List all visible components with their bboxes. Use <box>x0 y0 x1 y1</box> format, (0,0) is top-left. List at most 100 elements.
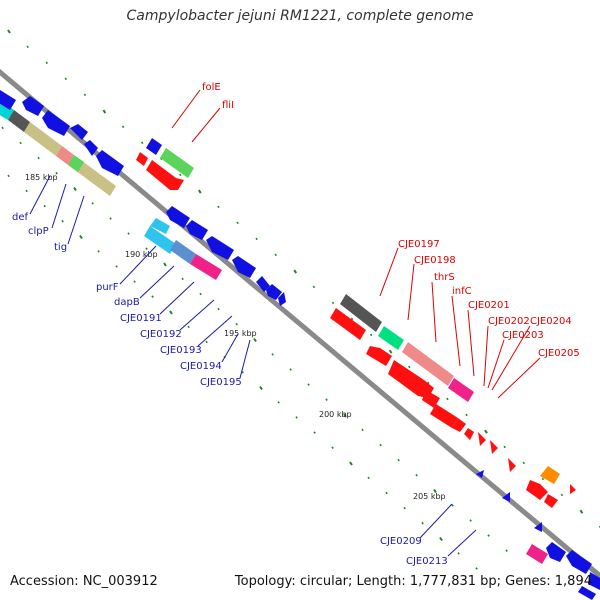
gene-label-CJE0202: CJE0202 <box>488 316 530 327</box>
feature-arrow <box>388 360 434 398</box>
scale-tick <box>289 368 292 371</box>
scale-tick <box>253 337 257 343</box>
kbp-label-185: 185 kbp <box>25 173 58 182</box>
feature-arrow <box>422 390 440 408</box>
feature-arrow <box>150 218 170 234</box>
leader-line <box>451 295 461 367</box>
scale-tick <box>43 204 46 208</box>
gene-label-CJE0194: CJE0194 <box>180 361 222 372</box>
scale-tick <box>487 534 490 537</box>
feature-arrow <box>160 148 194 178</box>
scale-tick <box>91 202 94 205</box>
leader-line <box>407 263 415 321</box>
scale-tick <box>151 295 154 298</box>
gene-label-CJE0195: CJE0195 <box>200 377 242 388</box>
scale-tick <box>45 61 49 65</box>
scale-tick <box>199 292 202 296</box>
leader-line <box>491 325 531 391</box>
feature-arrow <box>476 470 484 478</box>
feature-arrow <box>578 586 596 600</box>
scale-tick <box>475 567 478 570</box>
feature-arrow <box>526 544 548 564</box>
gene-label-tig: tig <box>54 242 67 253</box>
scale-tick <box>133 280 136 283</box>
feature-arrow <box>588 572 600 590</box>
leader-line <box>179 299 215 331</box>
feature-arrow <box>464 428 474 440</box>
leader-line <box>467 309 475 377</box>
scale-tick <box>307 383 310 386</box>
scale-tick <box>19 141 22 145</box>
feature-arrow <box>448 378 474 402</box>
scale-tick <box>465 413 468 417</box>
scale-tick <box>109 217 112 220</box>
scale-tick <box>313 431 316 434</box>
scale-tick <box>37 156 40 160</box>
kbp-label-200: 200 kbp <box>319 410 352 419</box>
gene-label-def: def <box>12 212 29 223</box>
gene-label-fliI: fliI <box>222 100 234 111</box>
feature-arrow <box>22 96 44 116</box>
feature-arrow <box>566 550 592 574</box>
reverse-strand-features-2 <box>144 206 286 306</box>
leader-line <box>29 175 51 215</box>
scale-tick <box>97 250 100 253</box>
gene-label-CJE0205: CJE0205 <box>538 348 580 359</box>
feature-arrow <box>266 284 282 300</box>
feature-arrow <box>186 220 208 240</box>
reverse-strand-features-1 <box>0 90 124 196</box>
scale-tick <box>102 109 107 114</box>
feature-arrow <box>96 150 124 176</box>
feature-arrow <box>570 484 576 494</box>
scale-tick <box>181 277 184 281</box>
scale-tick <box>236 221 239 225</box>
scale-tick <box>7 174 10 178</box>
scale-tick <box>197 189 202 194</box>
feature-arrow <box>42 110 70 136</box>
feature-arrow <box>256 276 270 292</box>
scale-tick <box>274 253 277 257</box>
leader-line <box>171 89 201 129</box>
feature-arrow <box>526 480 548 500</box>
scale-tick <box>457 552 460 555</box>
gene-label-CJE0201: CJE0201 <box>468 300 510 311</box>
scale-tick <box>217 205 220 209</box>
scale-tick <box>439 536 443 542</box>
gene-label-CJE0198: CJE0198 <box>414 255 456 266</box>
scale-tick <box>541 477 545 481</box>
scale-tick <box>325 398 328 401</box>
gene-label-CJE0204: CJE0204 <box>530 316 572 327</box>
feature-arrow <box>540 466 560 484</box>
leader-line <box>119 245 157 285</box>
scale-tick <box>415 473 418 477</box>
feature-arrow <box>490 440 498 454</box>
leader-line <box>159 281 195 315</box>
feature-arrow <box>478 432 486 446</box>
scale-tick <box>505 549 508 552</box>
scale-tick <box>408 365 411 369</box>
gene-label-CJE0191: CJE0191 <box>120 313 162 324</box>
scale-tick <box>64 77 68 81</box>
forward-strand-features-2 <box>330 294 516 472</box>
feature-arrow <box>166 206 190 228</box>
scale-tick <box>259 385 263 391</box>
reverse-gene-labels: def clpP tig purF dapB CJE0191 CJE0192 C… <box>12 212 448 567</box>
scale-tick <box>235 322 238 326</box>
scale-tick <box>503 445 506 449</box>
scale-tick <box>350 317 354 321</box>
gene-label-folE: folE <box>202 82 221 93</box>
scale-tick <box>367 476 370 480</box>
scale-tick <box>179 173 182 177</box>
scale-tick <box>295 416 298 419</box>
feature-arrow <box>8 110 30 132</box>
leader-line <box>67 195 85 245</box>
feature-arrow <box>144 226 176 254</box>
feature-arrow <box>278 292 286 306</box>
scale-tick <box>421 521 424 525</box>
feature-arrow <box>0 90 16 110</box>
leader-line <box>197 315 233 347</box>
scale-tick <box>7 29 11 34</box>
scale-tick <box>255 237 258 241</box>
gene-label-clpP: clpP <box>28 226 49 237</box>
